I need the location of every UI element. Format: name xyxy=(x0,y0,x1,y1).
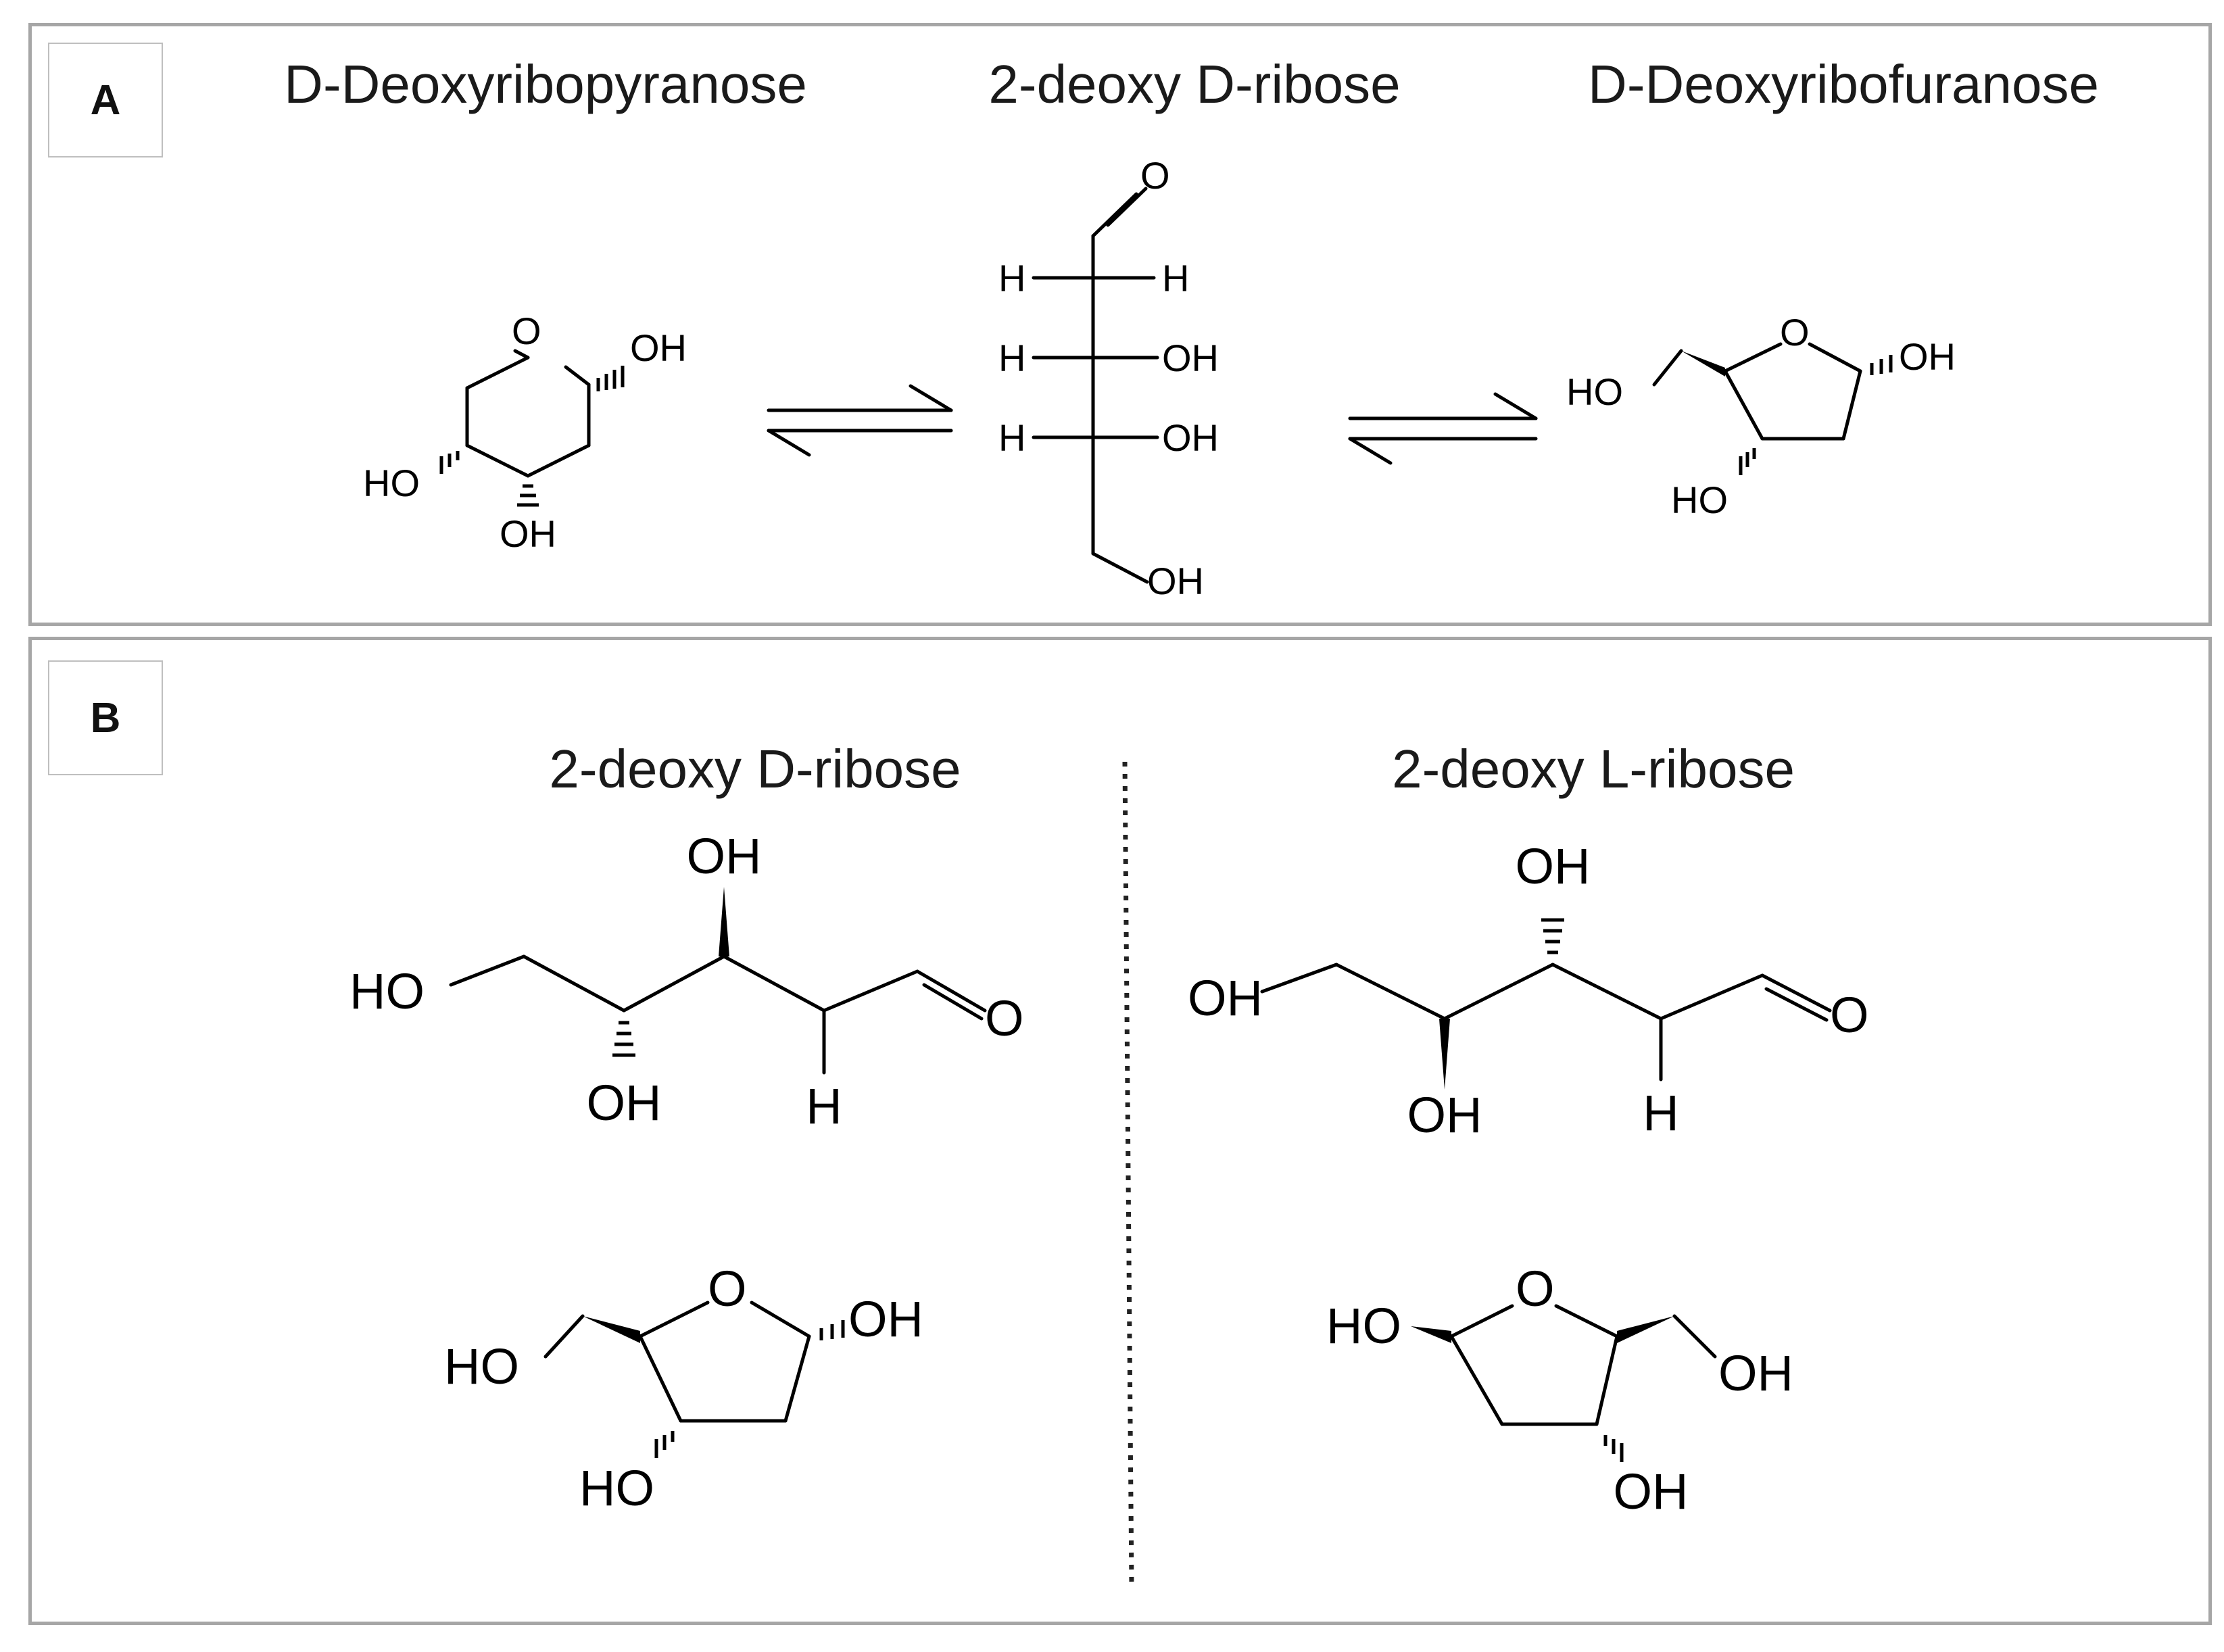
furanose-a-wedge xyxy=(1681,351,1725,376)
linear-c5-oh: OH xyxy=(1147,560,1204,602)
linear-c4-h: H xyxy=(998,416,1025,459)
title-d-ribose: 2-deoxy D-ribose xyxy=(549,739,961,799)
pyranose-hashed-bond xyxy=(596,366,625,391)
furanose-a-ho-c5: HO xyxy=(1566,370,1623,413)
linear-ribose-structure: O H H H OH H OH OH xyxy=(998,154,1219,602)
d-ribose-h: H xyxy=(806,1078,842,1134)
l-furanose-oh-c5: OH xyxy=(1718,1345,1793,1401)
pyranose-oh-c3: OH xyxy=(500,512,556,555)
d-furanose-hashed-c1 xyxy=(819,1320,845,1340)
title-linear-ribose: 2-deoxy D-ribose xyxy=(988,54,1401,114)
d-ribose-aldehyde-o: O xyxy=(985,990,1024,1046)
furanose-a-ho-c3: HO xyxy=(1671,479,1728,521)
panel-a-structures: O OH HO OH xyxy=(363,154,1956,602)
l-ribose-oh-c5: OH xyxy=(1188,970,1263,1026)
linear-aldehyde-oxygen: O xyxy=(1140,154,1170,197)
pyranose-ho-c4: HO xyxy=(363,462,420,504)
d-ribose-ho-c5: HO xyxy=(349,963,425,1019)
l-furanose-oh-c3: OH xyxy=(1614,1463,1689,1520)
equilibrium-arrow-left xyxy=(767,384,953,457)
furanose-a-hashed-c3 xyxy=(1739,448,1756,475)
l-ribose-linear: OH OH OH O H xyxy=(1188,838,1869,1143)
panel-a: A D-Deoxyribopyranose 2-deoxy D-ribose D… xyxy=(28,23,2212,626)
linear-c3-oh: OH xyxy=(1162,337,1219,379)
pyranose-structure: O OH HO OH xyxy=(363,310,687,555)
furanose-a-ring-oxygen: O xyxy=(1780,311,1810,354)
l-ribose-oh-c4: OH xyxy=(1407,1087,1482,1143)
furanose-structure-a: O HO OH HO xyxy=(1566,311,1956,521)
l-ribose-wedge xyxy=(1439,1019,1450,1090)
pyranose-hashed-bond-c4 xyxy=(439,451,460,474)
l-ribose-aldehyde-o: O xyxy=(1830,987,1869,1043)
d-furanose-wedge xyxy=(583,1316,640,1343)
d-ribose-oh-c3: OH xyxy=(687,828,762,884)
panel-b-structures: HO OH OH O H OH OH xyxy=(349,761,1869,1587)
l-furanose-ho-c1: HO xyxy=(1326,1298,1401,1354)
d-ribose-hashed xyxy=(612,1021,635,1057)
pyranose-hashed-bond-c3 xyxy=(517,484,539,507)
pyranose-oh-c1: OH xyxy=(630,326,687,369)
l-furanose-wedge-c1 xyxy=(1411,1326,1451,1343)
d-furanose-ho-c3: HO xyxy=(579,1460,654,1516)
mirror-divider xyxy=(1122,761,1134,1587)
panel-b: B 2-deoxy D-ribose 2-deoxy L-ribose HO xyxy=(28,637,2212,1625)
d-furanose-ho-c5: HO xyxy=(444,1338,519,1394)
d-ribose-wedge xyxy=(719,887,729,956)
l-ribose-oh-c3: OH xyxy=(1516,838,1591,894)
l-furanose-hashed-c3 xyxy=(1603,1435,1624,1462)
d-ribose-oh-c4: OH xyxy=(587,1075,662,1131)
linear-c2-h-right: H xyxy=(1162,257,1189,299)
furanose-a-hashed-c1 xyxy=(1870,355,1893,375)
title-furanose: D-Deoxyribofuranose xyxy=(1588,54,2099,114)
panel-a-label: A xyxy=(48,43,163,157)
l-furanose-wedge-c4 xyxy=(1617,1316,1674,1343)
furanose-a-oh-c1: OH xyxy=(1899,335,1956,378)
d-furanose-hashed-c3 xyxy=(654,1431,675,1458)
panel-b-label: B xyxy=(48,660,163,775)
l-furanose-ring-o: O xyxy=(1516,1261,1555,1317)
d-furanose: O HO OH HO xyxy=(444,1261,923,1516)
title-l-ribose: 2-deoxy L-ribose xyxy=(1392,739,1795,799)
linear-c4-oh: OH xyxy=(1162,416,1219,459)
pyranose-ring-oxygen: O xyxy=(512,310,541,352)
d-furanose-ring-o: O xyxy=(708,1261,747,1317)
linear-c3-h: H xyxy=(998,337,1025,379)
l-ribose-hashed xyxy=(1541,918,1564,954)
l-ribose-h: H xyxy=(1643,1085,1678,1141)
d-ribose-linear: HO OH OH O H xyxy=(349,828,1024,1134)
equilibrium-arrow-right xyxy=(1348,392,1538,465)
title-pyranose: D-Deoxyribopyranose xyxy=(284,54,807,114)
l-furanose: O HO OH OH xyxy=(1326,1261,1793,1520)
linear-c2-h-left: H xyxy=(998,257,1025,299)
d-furanose-oh-c1: OH xyxy=(848,1291,923,1347)
